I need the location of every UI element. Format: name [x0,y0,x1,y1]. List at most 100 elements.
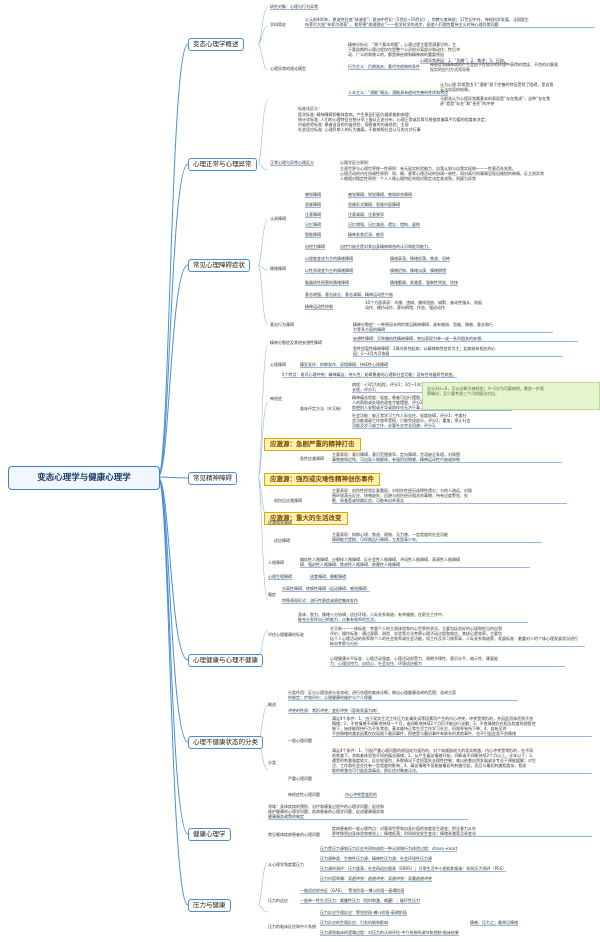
branch-stress-and-health[interactable]: 压力与健康 [188,899,231,912]
s4-personality: 偏执性人格障碍、分裂样人格障碍、反社会性人格障碍、冲动性人格障碍、表演性人格障碍… [300,557,530,568]
s8-stressor-measure: 压力源的测评：压力量表，社会再适应量表（SRRS）；日常生活中小困扰和振奋：知觉… [320,866,507,872]
s4-stressor-life-change: 应激源：重大的生活改变 [264,512,348,525]
s1-humanism-text2: 马斯洛认为心理异常最基本的表现是“存在焦虑”，这种“存在焦 虑”就是“存在”和“… [440,96,551,106]
s4-social-function: 社会功能：能正常学习工作人际交往，轻度妨碍，评分1；中度社 会功能减弱工作效率受… [352,413,512,429]
s3-intelligence-detail: 精神发育迟滞、痴呆 [348,232,384,238]
s6-conflict-nature: 冲突的性质：常形冲突；变形冲突（容易发展为病） [288,708,380,714]
s1-theory-label: 心理异常的理论模型 [270,66,306,71]
s7-definition: 领域：身体疾病的预防、治疗和康复过程中的心理学问题；促进和 维护健康的心理学问题… [268,804,468,820]
s3-will-detail: 10个方面表现：木僵、违拗、蜡样屈曲、缄默、被动性服从、刻板 动作、模仿动作、意… [365,300,483,310]
s4-personality-label: 人格障碍 [268,560,284,565]
connector-root-b4 [157,476,189,479]
s3-nature-emotion-detail: 情绪迟钝、情绪淡漠、情绪倒错 [390,268,446,274]
s4-adjustment-label: 适应障碍 [274,538,290,543]
s8-coping-side: 情感、压力之；最常见情绪 [470,920,518,926]
s3-memory-detail: 记忆增强、记忆减退、遗忘、错构、虚构 [348,222,420,228]
branch-common-mental-disorders[interactable]: 常见精神障碍 [188,472,237,485]
s3-nature-emotion: 以性质改变为主的情绪障碍 [305,268,353,274]
s3-attention-detail: 注意减弱、注意狭窄 [348,212,384,218]
s8-mechanism: 压力反应的生理反应、引发机制和影响 [320,920,388,926]
s4-distress: 精神痛苦程度：轻度，患者可自行摆脱，评分1；中度，借助别 人的帮助或处境的改变才… [352,395,512,411]
s4-stressor-traumatic: 应激源：强烈或灾难性精神创伤事件 [264,473,380,486]
s1-research-object: 研究对象：心理与行为异常 [270,4,318,10]
s4-diagnosis-note: 总分3分=6，可以诊断为神经症；4~5分为可疑病例，需进一步观 察确诊；至少要考… [422,382,600,410]
s4-adjustment-detail: 主要表现：抑郁心境、焦虑、烦恼，无力感，一定程度的社会功能 障碍能力受损；可伴随… [332,532,542,543]
s3-insight: 自控力障碍 [305,244,325,250]
s8-physio: 压力反应生理反应：警觉阶段-搏斗阶段-衰竭阶段 [320,910,407,916]
s4-neurosis-label: 神经症 [270,396,282,401]
s3-memory: 记忆障碍 [305,222,321,228]
s7-disease-label: 常见躯体疾病患者的心理问题 [268,832,320,837]
s8-adapt-label: 压力的适应 [268,898,288,903]
s4-psychophys: 进食障碍、睡眠障碍 [310,574,346,580]
branch-unhealthy-state-classification[interactable]: 心理不健康状态的分类 [188,736,263,749]
branch-common-symptoms[interactable]: 常见心理障碍症状 [188,259,250,272]
s2-label: 正常心理与异常心理区分 [270,160,314,166]
s3-organic-emotion: 脑器质性损害的情绪障碍 [305,280,349,286]
connector-root-b2 [157,163,189,478]
s4-schizophrenia: 精神分裂症：一种原因未明的常见精神障碍，具有感知、思维、情感、意志和行 为等多方… [353,322,553,333]
s4-stressor-acute: 应激源：急剧严重的精神打击 [264,438,361,451]
s6-severe-label: 严重心理问题 [288,776,312,781]
s3-intelligence: 智能障碍 [305,232,321,238]
connector-root-b6 [157,476,189,743]
s3-organic-emotion-detail: 情绪脆弱、易激惹、强制性哭笑、欣快 [390,280,458,286]
s6-severe: 满足4个条件：1、引起严重心理问题的原因较为强烈的、对个体威胁较大的现实刺激，内… [332,748,592,774]
s1-history-label: 学科简史 [270,22,286,27]
s3-will-inhibition: 精神运动性抑制 [305,304,333,310]
s4-psychophys-label: 心理生理障碍 [268,574,292,580]
s3-emotion-label: 情绪障碍 [270,266,286,271]
s3-thinking: 思维障碍 [305,202,321,208]
s4-acute-detail: 主要表现：意识障碍，意识范围狭窄，定向障碍，言语缺乏条理，对周围 事物感知迟钝，… [332,452,562,463]
s4-schizo-label: 精神分裂症及其他妄想性障碍 [270,340,322,345]
branch-abnormal-psychology-overview[interactable]: 变态心理学概述 [188,38,244,51]
s4-mass-hysteria: 特殊表现形式：流行性癔症或癔症集体发作 [282,598,358,604]
s3-cognition-label: 认知障碍 [270,216,286,221]
s3-attention: 注意障碍 [305,212,321,218]
s2-criteria-head: 标准化区分： [298,106,322,111]
s4-stress-label: 应激相关障碍 [268,520,292,525]
s3-insight-detail: 自控力缺乏是对其自身精神病态的认识和批判能力。 [340,244,432,250]
connector-root-b8 [157,476,189,906]
s4-addiction-label: 瘾症 [268,592,276,597]
s6-neuro: 内心冲突是变形的 [345,792,377,798]
s4-mood-label: 心境障碍 [270,362,286,367]
connector-root-b3 [157,264,189,478]
s3-perception-detail: 感觉障碍、知觉障碍、感知综合障碍 [348,192,412,198]
s4-mood: 躁狂发作、抑郁发作、双相障碍、持续性心境障碍 [300,362,388,368]
s8-gas: 一般适应综合征（GAS）：警觉阶段—搏斗阶段—衰竭阶段 [300,888,405,894]
branch-mental-health[interactable]: 心理健康与心理不健康 [188,654,263,667]
s6-overview-role: 分类作用：区分心理咨询与非咨询；进行合理的临床诊断；做出心理健康咨询的范围；咨询… [288,690,518,701]
s8-psych-label: 从心理学角度看压力 [268,862,304,867]
s4-ptsd-label: 创伤后应激障碍 [274,498,302,503]
s4-acute-label: 急性应激障碍 [300,456,324,461]
s3-degree-emotion: 以程度变化为主的情绪障碍 [305,256,353,262]
s8-life-stress: 一般单一性生活压力：唤醒性压力（短时刺激、唤醒）；破坏性压力 [300,898,420,904]
s3-thinking-detail: 思维形式障碍、思维内容障碍 [348,202,400,208]
s1-psychoanalysis-text: 精神分析论：“两个基本命题”，心理过程主要是潜意识的，生 于婴幼期的心理过程仅仅… [348,42,460,57]
s1-behaviorism-label: 行为主义：巴甫洛夫、桑代克经典的条件 [348,64,420,70]
s3-perception: 感知障碍 [305,192,321,198]
root-node[interactable]: 变态心理学与健康心理学 [8,466,160,490]
s4-neurosis-common: 5个特点：易识心理冲突；精神痛苦；持久性；妨碍患者的心理和社会功能；没有任何器质… [282,372,457,378]
s1-humanism-label: 人本主义：“潜能”概念，潜能具有趋向完善的性质和特点 [348,90,449,96]
s4-diagnosis-label: 临床评定方法（许又新） [300,406,344,411]
s1-psychoanalysis-tail: 心理异常原因：1、“固着”；2、焦虑；3、压抑。 [420,58,508,64]
s8-stressor-types: 压力源种类：生物性压力源；精神性压力源；社会环境性压力源 [320,856,432,862]
branch-normal-vs-abnormal[interactable]: 心理正常与心理异常 [188,158,257,171]
s5-criteria-intro: 身体、智力、情绪十分协调；适应环境，人际关系和谐；有幸福感；在职业工作中， 能充… [298,612,528,623]
branch-health-psychology[interactable]: 健康心理学 [188,828,231,841]
s2-principles-text: 主观世界与心理世界统一性原则：有无现实检验能力，自我认知与自我实现统一——性意否… [340,166,544,181]
s8-coping-label: 压力的临床反应和中介系统 [268,924,316,929]
connector-root-b1 [157,43,189,478]
s4-dissociative: 分离性障碍、转换性障碍（运动障碍、感觉障碍） [282,586,370,592]
s8-stress-definition: 压力是压力源和压力反应共同构成的一种认知和行为体验过程：stress→react [320,846,458,852]
connector-root-b5 [157,476,189,661]
s8-conflict-types: 压力内容举隅：双趋冲突；趋避冲突；双避冲突；双重趋避冲突 [320,876,432,882]
s8-clinical-process: 压力源到临床的逻辑过程：对压力的认知评估-中介系统的调节和控制-临床结果 [320,930,459,936]
s1-history-text: 公元前400年，希波克拉底“体液说”；欧洲中世纪（5世纪~16世纪），宗教与鬼神… [305,17,595,28]
s7-disease: 疾病患者的一般心理特点：对客观世界和自身价值的态度发生改变；把注意力从外 界转移… [332,826,592,837]
s4-ptsd-detail: 主要表现：创伤性经验反复重现；对创伤性经历选择性遗忘；与他人疏远、对周 围环境漠… [332,488,567,504]
s2-principles-head: 心理学区分原则： [340,160,372,165]
s6-class-label: 分类 [268,760,276,765]
